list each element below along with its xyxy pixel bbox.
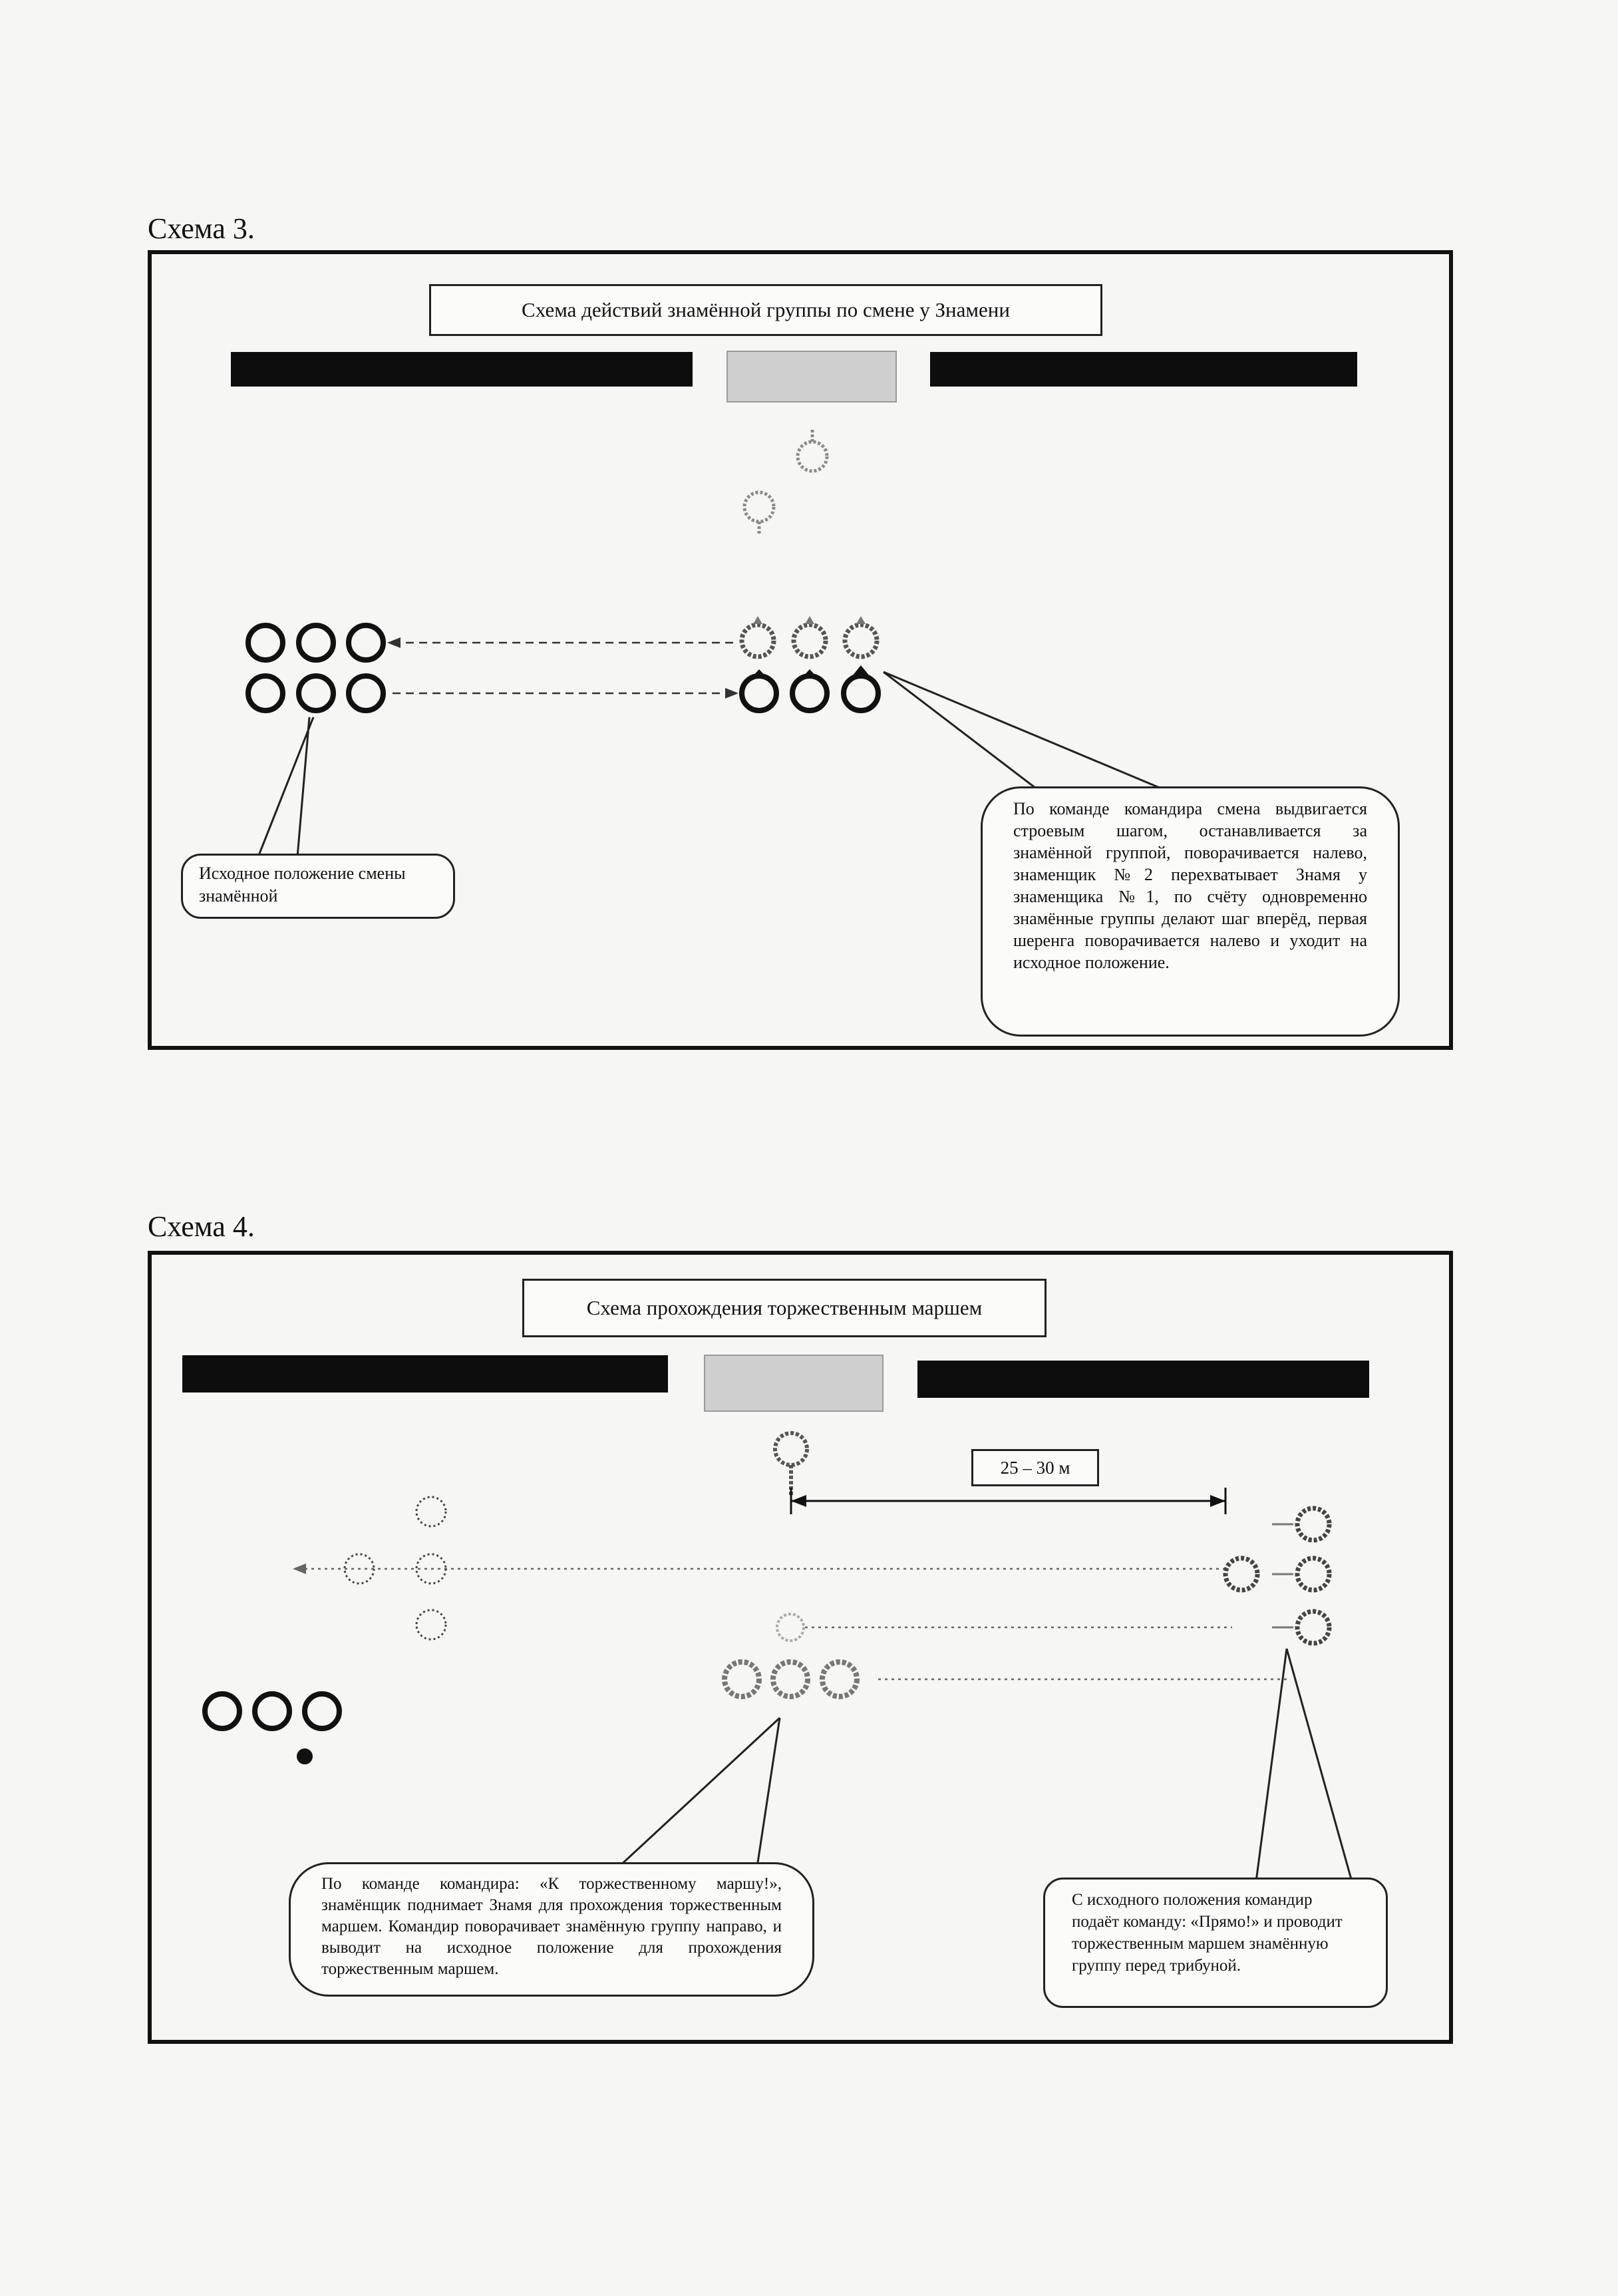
arrow-head-left <box>387 637 401 648</box>
scheme3-frame <box>148 250 1453 1050</box>
scheme3-callout-right: По команде командира смена выдвигается с… <box>981 786 1400 1037</box>
scheme3-title: Схема действий знамённой группы по смене… <box>429 284 1102 336</box>
tribune <box>727 351 897 403</box>
troops-line-right <box>930 352 1357 387</box>
scheme3-callout-left: Исходное положение смены знамённой <box>181 854 455 919</box>
troops-line-left <box>231 352 693 387</box>
distance-dimension <box>790 1488 1227 1514</box>
movement-arrows <box>393 641 735 695</box>
banner-group <box>739 622 880 659</box>
commander-dot <box>297 1748 313 1764</box>
troops-line-right <box>917 1361 1369 1398</box>
scheme3-label: Схема 3. <box>148 212 255 245</box>
scheme4-callout-right: С исходного положения командир подаёт ко… <box>1043 1878 1388 2008</box>
scheme4-title: Схема прохождения торжественным маршем <box>522 1279 1047 1337</box>
banner-carrier-marker <box>742 428 829 535</box>
scheme4-label: Схема 4. <box>148 1210 255 1243</box>
passing-group <box>343 1496 447 1641</box>
distance-label: 25 – 30 м <box>971 1449 1099 1486</box>
scheme4-frame <box>148 1251 1453 2044</box>
commander-marker <box>773 1431 809 1497</box>
scheme4-callout-left: По команде командира: «К торжественному … <box>289 1862 814 1997</box>
shift-group-initial <box>245 623 386 713</box>
march-path <box>298 1567 1291 1681</box>
arrow-head-right <box>725 688 738 699</box>
callout-left-pointer <box>616 1717 781 1868</box>
right-group <box>1223 1506 1332 1646</box>
tribune <box>704 1355 884 1412</box>
callout-right-pointer <box>1255 1648 1353 1883</box>
troops-line-left <box>182 1355 668 1393</box>
stationary-group <box>202 1691 342 1731</box>
banner-group-moving <box>722 1659 860 1699</box>
